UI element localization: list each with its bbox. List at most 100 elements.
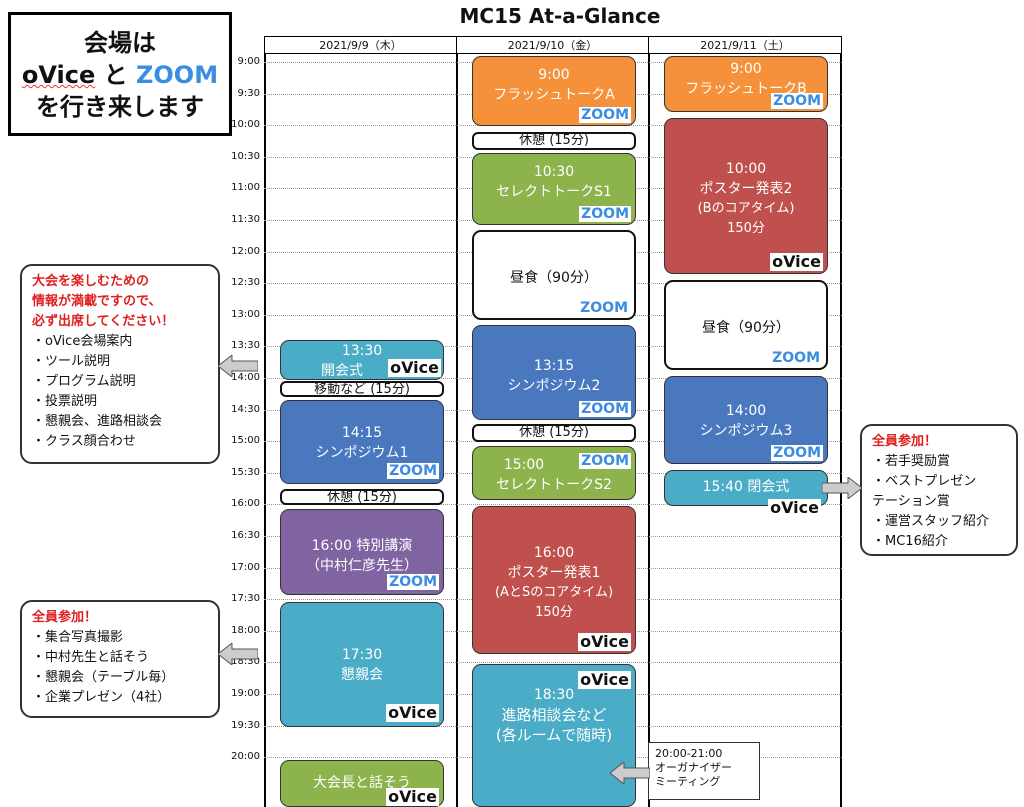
venue-line2: oVice と ZOOM — [11, 59, 229, 91]
event-time: 9:00 — [730, 61, 762, 77]
event-duration: 150分 — [535, 605, 573, 620]
callout-item: ミーティング — [655, 775, 721, 788]
zoom-tag: ZOOM — [771, 445, 823, 461]
event-select-talk-s1[interactable]: 10:30 セレクトトークS1 ZOOM — [472, 153, 636, 225]
event-time: 16:00 — [533, 545, 575, 561]
time-label: 16:30 — [231, 530, 260, 541]
zoom-tag: ZOOM — [579, 107, 631, 123]
callout-head: 必ず出席してください！ — [32, 314, 175, 329]
callout-organizer-meeting: 20:00-21:00 オーガナイザー ミーティング — [648, 742, 760, 800]
venue-notice: 会場は oVice と ZOOM を行き来します — [8, 12, 232, 136]
event-time: 14:15 — [341, 425, 383, 441]
callout-party-info: 全員参加！ ・集合写真撮影 ・中村先生と話そう ・懇親会（テーブル毎） ・企業プ… — [20, 600, 220, 718]
arrow-left-icon — [218, 355, 258, 377]
event-closing[interactable]: 15:40 閉会式 oVice — [664, 470, 828, 517]
callout-opening-info: 大会を楽しむための 情報が満載ですので、 必ず出席してください！ ・oVice会… — [20, 264, 220, 464]
event-label: ポスター発表1 — [507, 565, 601, 581]
venue-zoom: ZOOM — [136, 61, 219, 89]
callout-item: ・中村先生と話そう — [32, 650, 150, 665]
event-time: 10:30 — [533, 164, 575, 180]
event-time: 17:30 — [341, 647, 383, 663]
event-symposium-3[interactable]: 14:00 シンポジウム3 ZOOM — [664, 376, 828, 464]
day-divider — [456, 36, 458, 807]
day-divider — [648, 36, 650, 807]
event-move-break: 移動など (15分) — [280, 381, 444, 397]
day-header-2: 2021/9/10（金） — [456, 36, 649, 54]
event-symposium-2[interactable]: 13:15 シンポジウム2 ZOOM — [472, 325, 636, 420]
event-label: セレクトトークS1 — [496, 184, 612, 200]
event-party[interactable]: 17:30 懇親会 oVice — [280, 602, 444, 727]
ovice-tag: oVice — [770, 252, 823, 271]
event-talk-president[interactable]: 大会長と話そう oVice — [280, 760, 444, 807]
event-time: 9:00 — [538, 67, 570, 83]
time-label: 19:00 — [231, 688, 260, 699]
event-poster-2[interactable]: 10:00 ポスター発表2 (Bのコアタイム) 150分 oVice — [664, 118, 828, 274]
arrow-right-icon — [822, 477, 862, 499]
ovice-tag: oVice — [768, 498, 821, 517]
callout-item: ・クラス顔合わせ — [32, 434, 136, 449]
event-time: 18:30 — [533, 687, 575, 703]
event-label: セレクトトークS2 — [496, 477, 612, 493]
event-opening[interactable]: 13:30 開会式 oVice — [280, 340, 444, 380]
event-symposium-1[interactable]: 14:15 シンポジウム1 ZOOM — [280, 400, 444, 484]
event-time: 10:00 — [725, 161, 767, 177]
event-time: 16:00 特別講演 — [311, 538, 413, 554]
event-career-consultation[interactable]: oVice 18:30 進路相談会など (各ルームで随時) — [472, 664, 636, 807]
event-label: シンポジウム2 — [507, 378, 601, 394]
time-label: 18:00 — [231, 625, 260, 636]
time-label: 12:00 — [231, 246, 260, 257]
time-label: 10:00 — [231, 119, 260, 130]
event-break: 休憩 (15分) — [280, 489, 444, 505]
zoom-tag: ZOOM — [579, 453, 631, 469]
time-label: 14:30 — [231, 404, 260, 415]
time-label: 15:00 — [231, 435, 260, 446]
zoom-tag: ZOOM — [387, 574, 439, 590]
callout-head: 全員参加！ — [872, 434, 938, 449]
event-time: 13:15 — [533, 358, 575, 374]
event-special-lecture[interactable]: 16:00 特別講演 （中村仁彦先生） ZOOM — [280, 509, 444, 595]
venue-and: と — [95, 61, 136, 89]
ovice-tag: oVice — [578, 670, 631, 689]
callout-head: 大会を楽しむための — [32, 274, 150, 289]
callout-item: ・ツール説明 — [32, 354, 111, 369]
callout-item: ・懇親会（テーブル毎） — [32, 670, 175, 685]
venue-line1: 会場は — [84, 29, 156, 57]
event-label: ポスター発表2 — [699, 181, 793, 197]
time-label: 17:00 — [231, 562, 260, 573]
page-title: MC15 At-a-Glance — [459, 4, 661, 28]
callout-closing-info: 全員参加！ ・若手奨励賞 ・ベストプレゼン テーション賞 ・運営スタッフ紹介 ・… — [860, 424, 1018, 556]
event-flash-talk-a[interactable]: 9:00 フラッシュトークA ZOOM — [472, 56, 636, 126]
time-label: 20:00 — [231, 751, 260, 762]
event-time: 15:00 — [503, 457, 545, 473]
event-poster-1[interactable]: 16:00 ポスター発表1 (AとSのコアタイム) 150分 oVice — [472, 506, 636, 654]
zoom-tag: ZOOM — [770, 350, 822, 366]
event-sub: (各ルームで随時) — [495, 726, 613, 744]
time-label: 9:00 — [237, 56, 260, 67]
time-label: 13:30 — [231, 340, 260, 351]
callout-time: 20:00-21:00 — [655, 747, 723, 760]
event-label: 大会長と話そう — [313, 775, 411, 791]
time-label: 14:00 — [231, 372, 260, 383]
callout-item: ・企業プレゼン（4社） — [32, 690, 171, 705]
time-label: 11:00 — [231, 182, 260, 193]
event-label: フラッシュトークA — [493, 87, 615, 103]
callout-item: ・MC16紹介 — [872, 534, 948, 549]
event-lunch[interactable]: 昼食（90分） ZOOM — [664, 280, 828, 370]
time-label: 11:30 — [231, 214, 260, 225]
event-lunch[interactable]: 昼食（90分） ZOOM — [472, 230, 636, 320]
callout-item: テーション賞 — [872, 494, 950, 509]
callout-item: ・投票説明 — [32, 394, 98, 409]
event-flash-talk-b[interactable]: 9:00 フラッシュトークB ZOOM — [664, 56, 828, 112]
time-gridline — [264, 662, 842, 663]
time-label: 18:30 — [231, 656, 260, 667]
event-select-talk-s2[interactable]: 15:00 セレクトトークS2 ZOOM — [472, 446, 636, 500]
time-label: 16:00 — [231, 498, 260, 509]
event-label: 15:40 閉会式 — [702, 479, 790, 495]
event-duration: 150分 — [727, 221, 765, 236]
event-label: 懇親会 — [341, 667, 383, 683]
event-label: 開会式 — [321, 363, 363, 379]
day-header-3: 2021/9/11（土） — [648, 36, 842, 54]
event-label: シンポジウム3 — [699, 423, 793, 439]
time-label: 19:30 — [231, 720, 260, 731]
ovice-tag: oVice — [386, 703, 439, 722]
